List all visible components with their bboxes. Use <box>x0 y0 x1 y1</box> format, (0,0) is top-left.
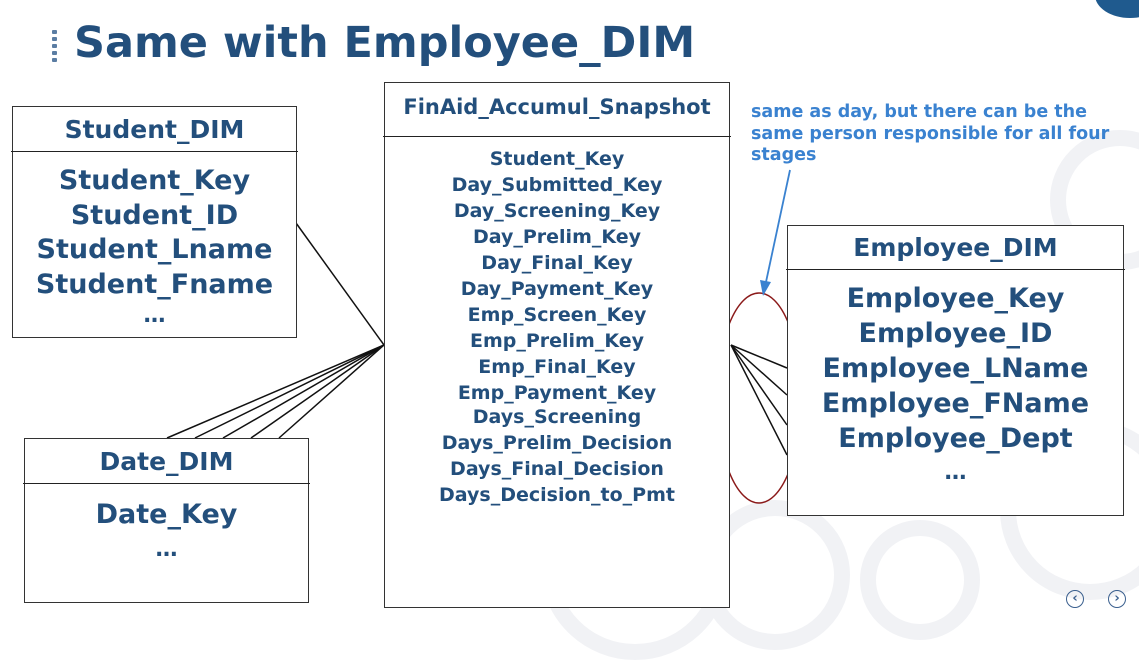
fact-field: Day_Prelim_Key <box>472 226 642 248</box>
annotation-note: same as day, but there can be the same p… <box>751 102 1110 165</box>
fact-to-employee-line <box>730 344 788 369</box>
date-dim-field: Date_Key <box>95 499 238 530</box>
employee-dim-field: Employee_Dept <box>838 423 1073 454</box>
date-to-fact-line <box>222 344 385 439</box>
student-dim-title: Student_DIM <box>64 115 245 144</box>
date-dim-title: Date_DIM <box>99 447 234 476</box>
date-to-fact-line <box>166 344 385 439</box>
date-to-fact-line <box>194 344 385 439</box>
employee-dim-title: Employee_DIM <box>853 233 1058 262</box>
date-dim-field: … <box>155 537 178 562</box>
date-to-fact-line <box>250 344 385 439</box>
employee-dim-field: Employee_FName <box>821 388 1090 419</box>
student-dim-field: Student_Fname <box>35 269 274 300</box>
divider <box>786 269 1125 270</box>
fact-field: Days_Prelim_Decision <box>441 432 673 454</box>
student-to-fact-line <box>295 222 385 346</box>
fact-field: Day_Submitted_Key <box>451 174 663 196</box>
fact-field: Day_Screening_Key <box>453 200 661 222</box>
fact-field: Emp_Payment_Key <box>457 382 657 404</box>
fact-field: Day_Payment_Key <box>460 278 654 300</box>
employee-dim-field: Employee_LName <box>822 353 1089 384</box>
fact-field: Emp_Screen_Key <box>467 304 647 326</box>
fact-field: Emp_Final_Key <box>478 356 636 378</box>
next-arrow-icon[interactable]: › <box>1108 590 1126 608</box>
note-arrow-head <box>760 280 771 296</box>
divider <box>11 151 298 152</box>
fact-field: Day_Final_Key <box>481 252 633 274</box>
employee-dim-field: Employee_Key <box>846 283 1065 314</box>
fact-field: Days_Screening <box>472 406 642 428</box>
fact-to-employee-line <box>730 344 788 456</box>
student-dim-field: Student_Lname <box>36 234 273 265</box>
fact-field: Days_Final_Decision <box>450 458 664 480</box>
employee-dim-table: Employee_DIM Employee_Key Employee_ID Em… <box>786 225 1125 516</box>
fact-to-employee-line <box>730 344 788 396</box>
note-arrow <box>765 169 791 283</box>
slide-title: Same with Employee_DIM <box>74 18 696 68</box>
student-dim-field: Student_Key <box>58 165 251 196</box>
fact-field: Student_Key <box>489 148 625 170</box>
student-dim-table: Student_DIM Student_Key Student_ID Stude… <box>11 106 298 338</box>
employee-dim-field: Employee_ID <box>858 318 1053 349</box>
divider <box>383 136 731 137</box>
fact-table: FinAid_Accumul_Snapshot Student_Key Day_… <box>383 82 731 608</box>
fact-to-employee-line <box>730 344 788 426</box>
employee-dim-field: … <box>944 460 967 485</box>
date-dim-table: Date_DIM Date_Key … <box>23 438 310 603</box>
student-dim-field: Student_ID <box>70 200 239 231</box>
title-accent <box>52 30 57 62</box>
prev-arrow-icon[interactable]: ‹ <box>1066 590 1084 608</box>
divider <box>23 483 310 484</box>
fact-field: Days_Decision_to_Pmt <box>439 484 675 506</box>
fact-field: Emp_Prelim_Key <box>469 330 645 352</box>
student-dim-field: … <box>143 303 166 328</box>
date-to-fact-line <box>278 344 385 439</box>
fact-table-title: FinAid_Accumul_Snapshot <box>403 95 711 119</box>
